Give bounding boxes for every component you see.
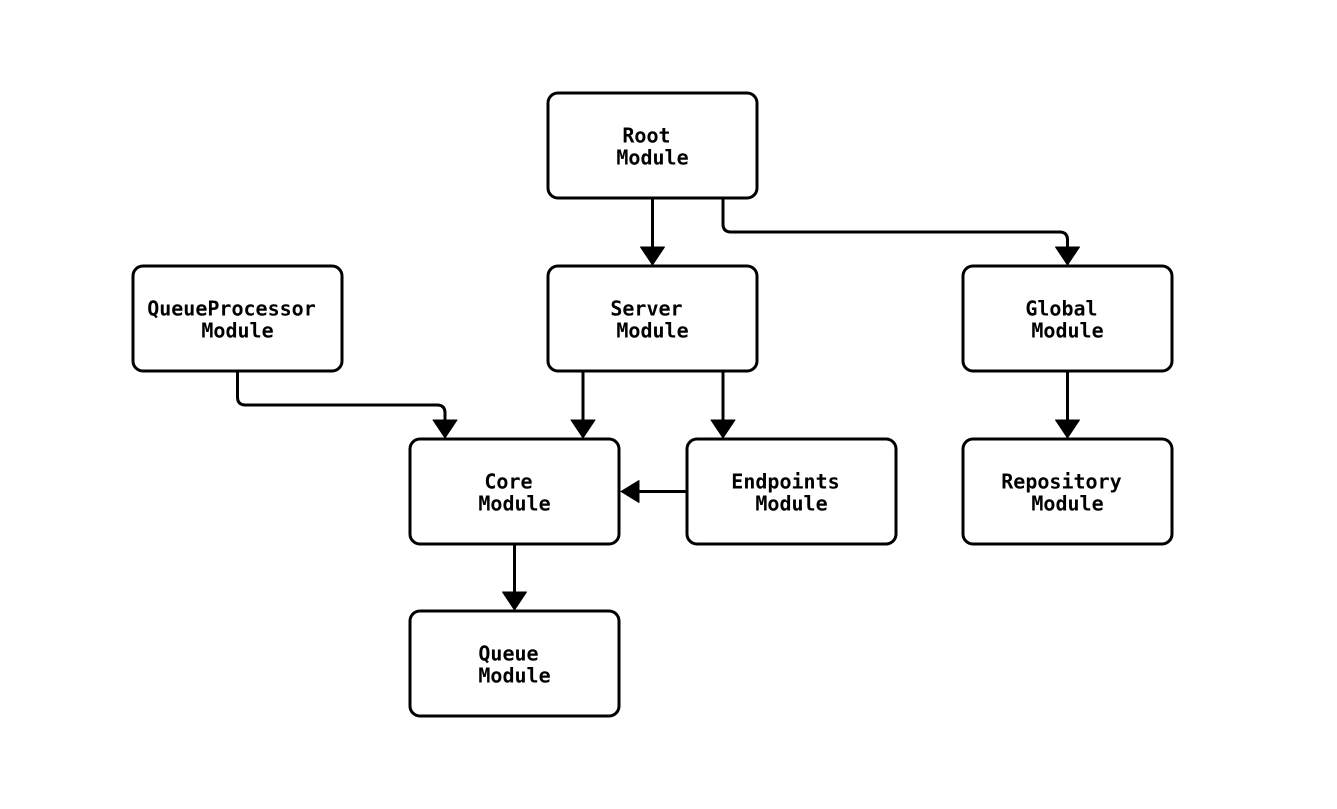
node-box: [408, 437, 621, 546]
node-label-line1: Server: [610, 297, 682, 321]
node-core-module: Core Module: [408, 437, 621, 546]
node-label-line1: QueueProcessor: [147, 297, 316, 321]
edge-server-to-endpoints: [710, 371, 736, 439]
node-label-line2: Module: [616, 146, 688, 170]
node-label: Core Module: [478, 470, 550, 516]
node-label-line1: Endpoints: [731, 470, 839, 494]
edge-global-to-repository: [1055, 371, 1080, 439]
node-label-line2: Module: [755, 492, 827, 516]
node-root-module: Root Module: [546, 91, 759, 200]
node-label-line2: Module: [616, 319, 688, 343]
edge-core-to-queue: [502, 544, 527, 611]
edge-queueprocessor-to-core: [236, 371, 458, 439]
node-label: QueueProcessor Module: [147, 297, 328, 343]
edge-server-to-core: [570, 371, 596, 439]
node-label-line1: Root: [622, 124, 670, 148]
edge-root-to-server: [640, 198, 665, 266]
edge-line: [236, 371, 447, 420]
arrowhead: [1055, 246, 1080, 266]
edge-endpoints-to-core: [620, 480, 687, 503]
node-label-line2: Module: [478, 664, 550, 688]
node-box: [685, 437, 898, 546]
node-label-line1: Repository: [1001, 470, 1121, 494]
arrowhead: [432, 419, 458, 439]
node-label-line2: Module: [478, 492, 550, 516]
edge-line: [721, 198, 1069, 247]
node-label-line1: Queue: [478, 642, 538, 666]
node-label: Queue Module: [478, 642, 550, 688]
node-global-module: Global Module: [961, 264, 1174, 373]
node-label-line2: Module: [1031, 319, 1103, 343]
arrowhead: [640, 246, 665, 266]
arrowhead: [710, 419, 736, 439]
arrowhead: [1055, 419, 1080, 439]
node-box: [961, 437, 1174, 546]
node-box: [131, 264, 344, 373]
node-label-line1: Global: [1025, 297, 1097, 321]
node-label: Server Module: [610, 297, 694, 343]
node-label-line2: Module: [1031, 492, 1103, 516]
arrowhead: [570, 419, 596, 439]
node-endpoints-module: Endpoints Module: [685, 437, 898, 546]
node-label: Global Module: [1025, 297, 1109, 343]
node-queue-module: Queue Module: [408, 609, 621, 718]
node-repository-module: Repository Module: [961, 437, 1174, 546]
node-label: Root Module: [616, 124, 688, 170]
node-label-line2: Module: [201, 319, 273, 343]
node-label: Endpoints Module: [731, 470, 851, 516]
node-server-module: Server Module: [546, 264, 759, 373]
node-box: [546, 91, 759, 200]
arrowhead: [620, 480, 640, 503]
node-box: [408, 609, 621, 718]
edge-root-to-global: [721, 198, 1080, 266]
arrowhead: [502, 591, 527, 611]
node-box: [961, 264, 1174, 373]
node-label-line1: Core: [484, 470, 532, 494]
node-queueprocessor-module: QueueProcessor Module: [131, 264, 344, 373]
node-box: [546, 264, 759, 373]
node-label: Repository Module: [1001, 470, 1133, 516]
